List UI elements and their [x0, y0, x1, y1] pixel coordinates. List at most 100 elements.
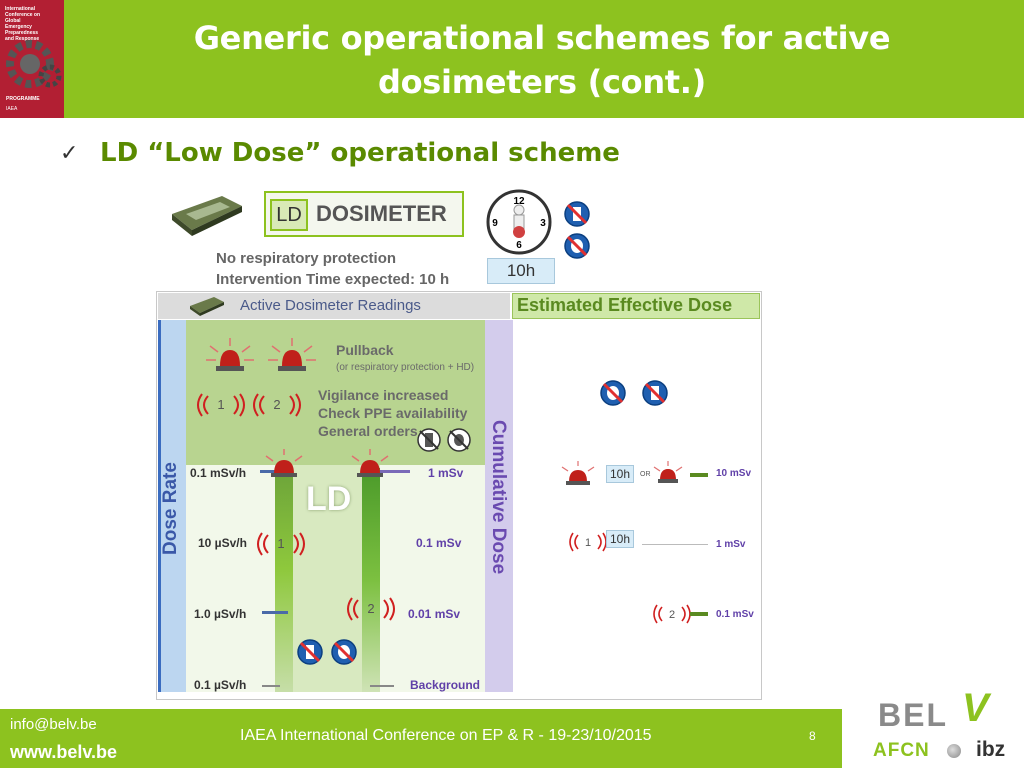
- siren-icon: [265, 449, 303, 477]
- estimated-time-box: 10h: [606, 465, 634, 483]
- svg-text:9: 9: [492, 218, 498, 229]
- ld-label: LD: [306, 480, 352, 518]
- cumulative-background: Background: [410, 678, 481, 692]
- estimated-title: Estimated Effective Dose: [517, 295, 733, 315]
- cumulative-0-01-msv: 0.01 mSv: [408, 607, 461, 621]
- ld-tag: LD: [270, 199, 308, 231]
- estimated-time-box: 10h: [606, 530, 634, 548]
- respiratory-condition: No respiratory protection: [216, 250, 397, 267]
- alarm-number: 1: [585, 537, 591, 549]
- no-respirator-icon: [331, 639, 357, 665]
- header-band: International Conference on Global Emerg…: [0, 0, 1024, 118]
- estimated-dose-line: [642, 544, 708, 545]
- dosimeter-label: DOSIMETER: [316, 201, 447, 226]
- page-number: 8: [809, 729, 816, 743]
- cumulative-1-msv: 1 mSv: [428, 466, 464, 480]
- estimated-dose-1-msv: 1 mSv: [716, 539, 746, 550]
- svg-text:6: 6: [516, 240, 522, 251]
- ld-dosimeter-box: LD DOSIMETER: [264, 191, 464, 237]
- vibration-alarm-icon: 2: [653, 604, 691, 624]
- footer-website: www.belv.be: [10, 742, 118, 762]
- vigilance-text: Vigilance increased Check PPE availabili…: [318, 386, 467, 440]
- ld-cumulative-gradient: [362, 468, 380, 692]
- dose-rate-axis: [158, 320, 186, 692]
- cumulative-dose-axis: [485, 320, 513, 692]
- estimated-dose-0-1-msv: 0.1 mSv: [716, 609, 754, 620]
- cover-line: Emergency: [5, 24, 32, 30]
- slide-title: Generic operational schemes for active d…: [150, 16, 934, 104]
- footer-conference: IAEA International Conference on EP & R …: [240, 727, 652, 744]
- vibration-alarm-icon: 2: [347, 597, 395, 621]
- pullback-title: Pullback: [336, 342, 394, 358]
- intervention-time: Intervention Time expected: 10 h: [216, 271, 450, 288]
- dose-rate-tick: [262, 685, 280, 687]
- gear-icon: [6, 40, 62, 88]
- svg-text:12: 12: [513, 196, 525, 207]
- pullback-text: Pullback (or respiratory protection + HD…: [336, 341, 474, 377]
- vigilance-line: Vigilance increased: [318, 387, 449, 403]
- cover-line: Global: [5, 18, 21, 24]
- time-expected-box: 10h: [487, 258, 555, 284]
- vibration-alarm-icon: 1: [197, 393, 245, 417]
- footer-email: info@belv.be: [10, 716, 97, 733]
- alarm-number: 1: [277, 536, 284, 551]
- no-respirator-icon: [600, 380, 626, 406]
- siren-icon: [206, 338, 254, 371]
- footer-band: [0, 709, 842, 768]
- vibration-alarm-icon: 1: [257, 532, 305, 556]
- ld-dose-rate-gradient: [275, 468, 293, 692]
- dose-rate-0-1-msv-h: 0.1 mSv/h: [190, 466, 247, 480]
- estimated-header: [512, 293, 760, 319]
- dose-rate-1-usv-h: 1.0 µSv/h: [194, 607, 247, 621]
- cover-text: International Conference on Global Emerg…: [5, 6, 61, 42]
- alarm-number: 2: [669, 609, 675, 621]
- estimated-dose-mark: [690, 473, 708, 477]
- cover-line: and Response: [5, 36, 40, 42]
- dose-rate-label: Dose Rate: [160, 462, 181, 555]
- siren-icon: [268, 338, 316, 371]
- title-line-1: Generic operational schemes for active: [193, 19, 891, 57]
- vibration-alarm-icon: 2: [253, 393, 301, 417]
- siren-icon: [561, 461, 595, 485]
- afcn-globe-icon: [947, 744, 961, 758]
- no-protective-suit-icon: [642, 380, 668, 406]
- cover-line: International Conference on: [5, 6, 41, 18]
- iaea-logo: IAEA: [6, 106, 18, 112]
- dose-rate-0-1-usv-h: 0.1 µSv/h: [194, 678, 247, 692]
- cumulative-0-1-msv: 0.1 mSv: [416, 536, 462, 550]
- no-protective-suit-icon: [417, 428, 441, 452]
- cumulative-tick: [370, 685, 394, 687]
- title-line-2: dosimeters (cont.): [378, 63, 706, 101]
- afcn-logo: AFCN: [873, 740, 930, 761]
- dosimeter-device-icon: [172, 196, 242, 236]
- siren-icon: [351, 449, 389, 477]
- bel-v-mark: V: [962, 686, 989, 730]
- vibration-alarm-icon: 1: [569, 532, 607, 552]
- siren-icon: [653, 461, 683, 483]
- readings-title: Active Dosimeter Readings: [240, 297, 421, 314]
- dosimeter-device-icon: [190, 297, 224, 316]
- conditions-text: No respiratory protection Intervention T…: [216, 248, 449, 290]
- cover-programme-label: PROGRAMME: [6, 96, 40, 102]
- bel-v-logo: BEL: [878, 697, 948, 733]
- cover-line: Preparedness: [5, 30, 39, 36]
- cumulative-dose-label: Cumulative Dose: [488, 420, 509, 575]
- pullback-subtitle: (or respiratory protection + HD): [336, 362, 475, 373]
- alarm-number: 1: [217, 397, 224, 412]
- vigilance-line: General orders: [318, 423, 418, 439]
- no-protective-suit-icon: [564, 201, 590, 227]
- alarm-number: 2: [367, 601, 374, 616]
- dose-rate-10-usv-h: 10 µSv/h: [198, 536, 247, 550]
- svg-text:3: 3: [540, 218, 546, 229]
- no-protective-suit-icon: [297, 639, 323, 665]
- ibz-logo: ibz: [976, 738, 1006, 761]
- or-label: OR: [640, 471, 651, 478]
- cumulative-tick: [380, 470, 410, 473]
- vigilance-line: Check PPE availability: [318, 405, 468, 421]
- dose-rate-tick: [262, 611, 288, 614]
- estimated-dose-10-msv: 10 mSv: [716, 468, 752, 479]
- conference-programme-cover: International Conference on Global Emerg…: [0, 0, 64, 118]
- no-respirator-icon: [447, 428, 471, 452]
- bullet-text: LD “Low Dose” operational scheme: [100, 138, 620, 168]
- no-respirator-icon: [564, 233, 590, 259]
